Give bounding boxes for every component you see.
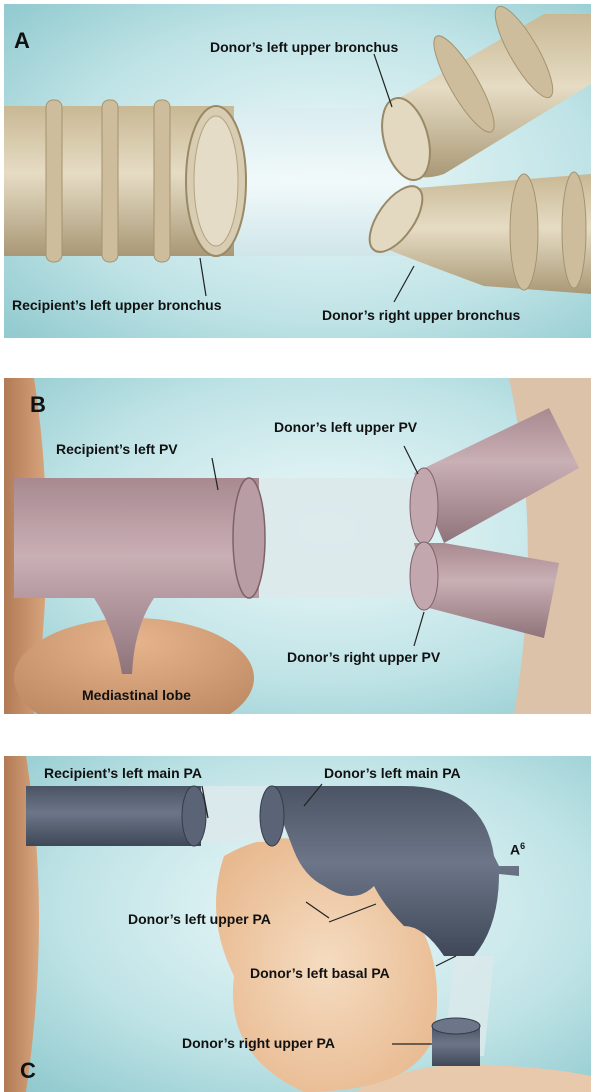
label-donor-left-upper-bronchus: Donor’s left upper bronchus bbox=[210, 40, 398, 54]
label-donor-left-upper-pa: Donor’s left upper PA bbox=[128, 912, 271, 926]
graft-tube bbox=[249, 478, 424, 598]
label-donor-left-basal-pa: Donor’s left basal PA bbox=[250, 966, 390, 980]
label-donor-right-upper-pv: Donor’s right upper PV bbox=[287, 650, 440, 664]
label-donor-right-upper-bronchus: Donor’s right upper bronchus bbox=[322, 308, 520, 322]
label-a6-base: A bbox=[510, 842, 520, 858]
donor-right-upper-pa bbox=[432, 1018, 480, 1066]
label-donor-right-upper-pa: Donor’s right upper PA bbox=[182, 1036, 335, 1050]
label-recipient-left-upper-bronchus: Recipient’s left upper bronchus bbox=[12, 298, 222, 312]
label-a6-sup: 6 bbox=[520, 841, 525, 851]
panel-c: C Recipient’s left main PA Donor’s left … bbox=[4, 756, 591, 1092]
panel-letter: C bbox=[20, 1060, 36, 1082]
panel-letter: B bbox=[30, 394, 46, 416]
label-a6: A6 bbox=[510, 842, 525, 857]
label-mediastinal-lobe: Mediastinal lobe bbox=[82, 688, 191, 702]
recipient-bronchus bbox=[4, 100, 246, 262]
recipient-main-pa bbox=[26, 786, 206, 846]
panel-a: A Donor’s left upper bronchus Recipient’… bbox=[4, 4, 591, 338]
label-donor-left-upper-pv: Donor’s left upper PV bbox=[274, 420, 417, 434]
label-recipient-left-pv: Recipient’s left PV bbox=[56, 442, 178, 456]
panel-letter: A bbox=[14, 30, 30, 52]
panel-b: B Recipient’s left PV Donor’s left upper… bbox=[4, 378, 591, 714]
label-donor-left-main-pa: Donor’s left main PA bbox=[324, 766, 461, 780]
label-recipient-left-main-pa: Recipient’s left main PA bbox=[44, 766, 202, 780]
